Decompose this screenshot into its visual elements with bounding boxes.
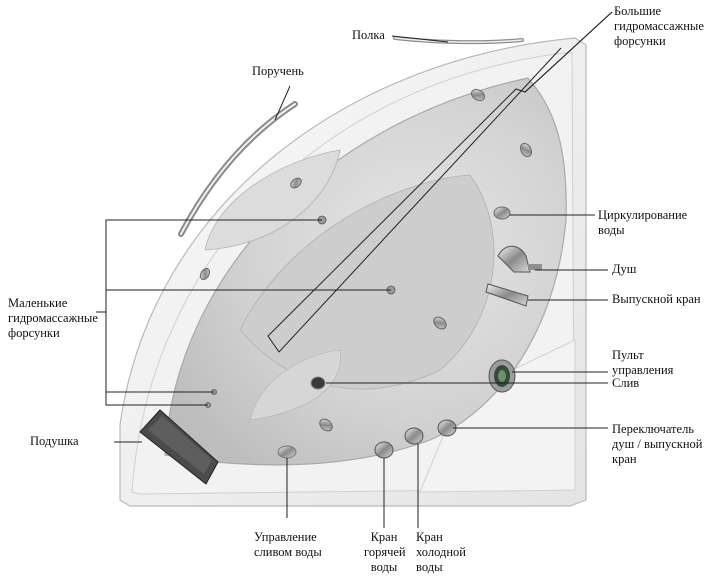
label-control-panel-line2: управления [612, 363, 674, 377]
label-large-jets: Большие гидромассажные форсунки [614, 4, 704, 49]
label-small-jets: Маленькие гидромассажные форсунки [8, 296, 98, 341]
control-panel [488, 359, 516, 393]
label-drain-control-line1: Управление [254, 530, 317, 544]
label-shower-text: Душ [612, 262, 637, 276]
leader-lines [96, 11, 613, 528]
label-hot-tap-line3: воды [370, 560, 398, 574]
label-circulation-line2: воды [598, 223, 625, 237]
label-pillow-text: Подушка [30, 434, 79, 448]
handrail [178, 101, 298, 237]
label-shelf: Полка [352, 28, 385, 43]
label-cold-tap-line2: холодной [416, 545, 466, 559]
label-handrail-text: Поручень [252, 64, 304, 78]
label-circulation: Циркулирование воды [598, 208, 687, 238]
label-spout: Выпускной кран [612, 292, 701, 307]
label-cold-tap-line3: воды [416, 560, 443, 574]
label-hot-tap-line2: горячей [364, 545, 406, 559]
label-cold-tap: Кран холодной воды [416, 530, 466, 575]
label-hot-tap: Кран горячей воды [364, 530, 406, 575]
tub-shell [119, 37, 587, 507]
label-switch: Переключатель душ / выпускной кран [612, 422, 702, 467]
label-circulation-line1: Циркулирование [598, 208, 688, 222]
circulation-vent [493, 206, 511, 220]
label-shower: Душ [612, 262, 636, 277]
label-drain-text: Слив [612, 376, 640, 390]
label-large-jets-line3: форсунки [614, 34, 666, 48]
label-large-jets-line2: гидромассажные [614, 19, 704, 33]
label-small-jets-line2: гидромассажные [8, 311, 98, 325]
large-jets [199, 88, 533, 432]
label-switch-line1: Переключатель [612, 422, 695, 436]
label-drain-control-line2: сливом воды [254, 545, 322, 559]
label-hot-tap-line1: Кран [370, 530, 398, 544]
label-small-jets-line3: форсунки [8, 326, 60, 340]
label-pillow: Подушка [30, 434, 79, 449]
drain-control-knob [277, 445, 297, 459]
label-small-jets-line1: Маленькие [8, 296, 68, 310]
label-large-jets-line1: Большие [614, 4, 662, 18]
label-control-panel-line1: Пульт [612, 348, 644, 362]
label-switch-line3: кран [612, 452, 637, 466]
label-drain: Слив [612, 376, 639, 391]
label-switch-line2: душ / выпускной [612, 437, 703, 451]
label-cold-tap-line1: Кран [416, 530, 443, 544]
shower-head [497, 245, 542, 273]
label-spout-text: Выпускной кран [612, 292, 701, 306]
label-drain-control: Управление сливом воды [254, 530, 322, 560]
drain [310, 376, 326, 390]
pillow [139, 409, 219, 485]
spout [485, 283, 529, 307]
label-handrail: Поручень [252, 64, 304, 79]
label-shelf-text: Полка [352, 28, 385, 42]
shelf-rail [393, 36, 524, 45]
label-control-panel: Пульт управления [612, 348, 673, 378]
